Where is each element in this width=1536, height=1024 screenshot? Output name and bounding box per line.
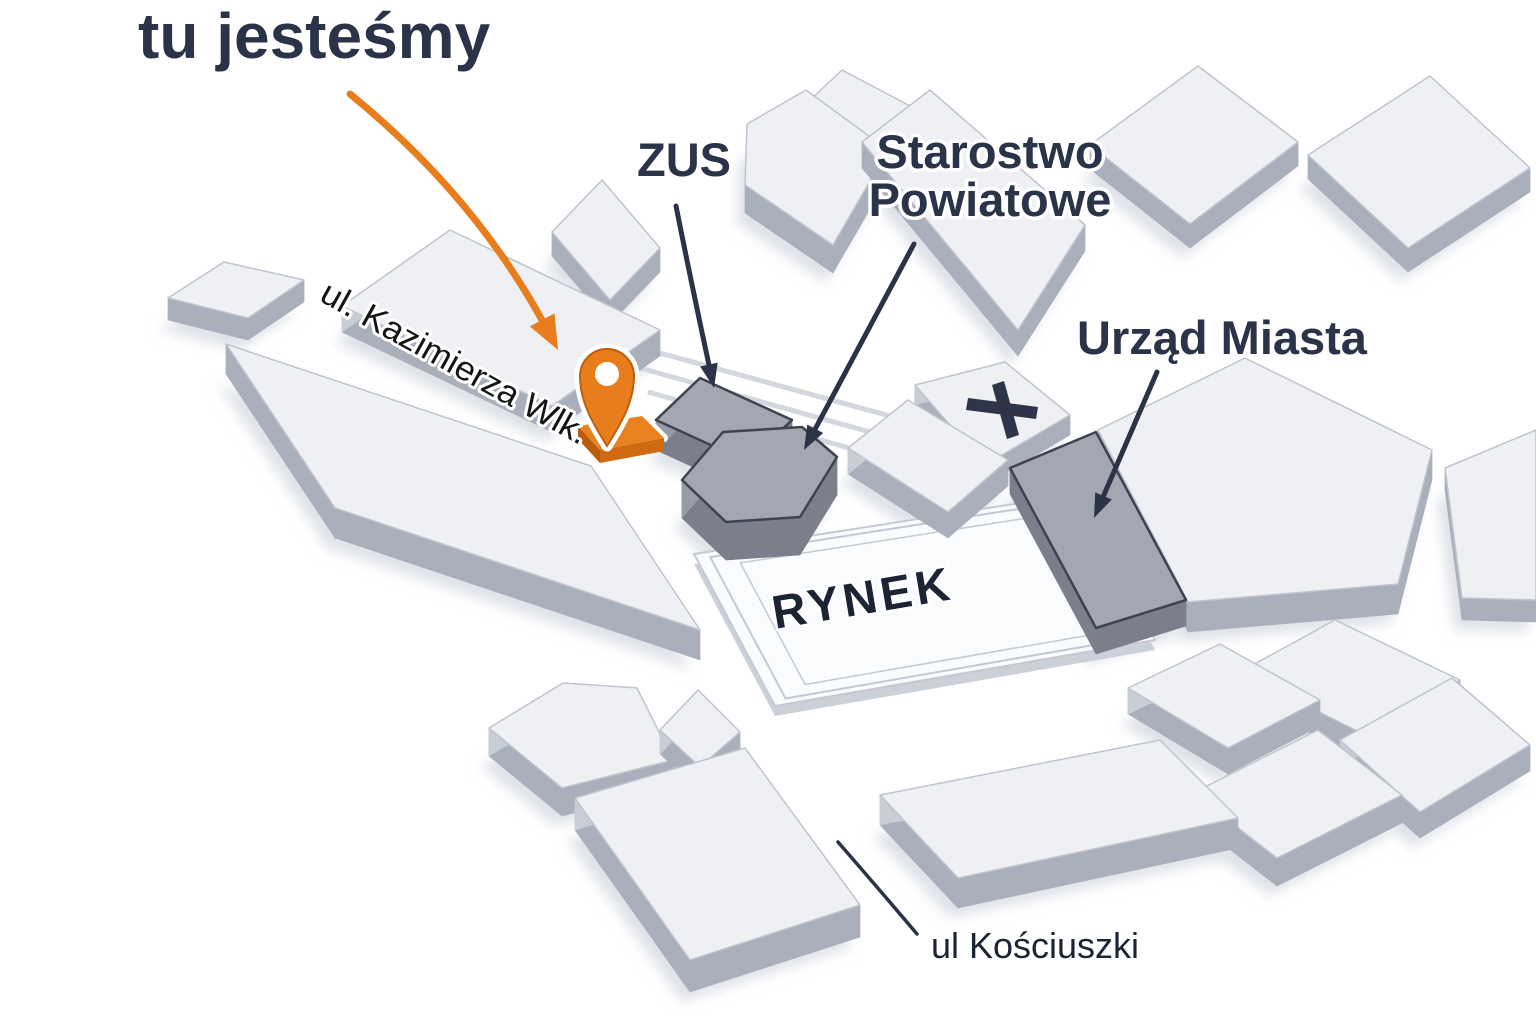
block-north-mid	[551, 179, 661, 301]
block-church-north	[861, 89, 1086, 331]
church-cross-icon	[966, 381, 1038, 439]
starostwo-arrow	[807, 241, 917, 441]
starostwo-arrow-head	[804, 424, 824, 450]
block-zus-north	[744, 89, 889, 246]
block-north-east-far	[1089, 65, 1299, 225]
block-starostwo-east	[847, 399, 1009, 513]
you-are-here-arrow	[346, 90, 553, 337]
street-line	[633, 343, 913, 425]
zus-label: ZUS	[637, 133, 731, 186]
zus-arrow	[673, 203, 714, 378]
block-mid-east-b	[1127, 643, 1321, 749]
block-far-east	[1444, 429, 1536, 601]
building-starostwo-powiatowe-side	[725, 516, 801, 561]
block-west-small	[167, 261, 305, 319]
block-south-west	[574, 747, 861, 961]
you-are-here-arrow-head	[529, 313, 558, 350]
pin-base-side	[600, 438, 664, 463]
block-south-east-b	[1339, 677, 1531, 813]
you-are-here-label: tu jesteśmy	[138, 0, 491, 72]
location-pin	[574, 343, 668, 463]
street-kosciuszki-label: ul Kościuszki	[931, 925, 1139, 966]
starostwo-label-line1: Starostwo	[876, 125, 1103, 178]
pin-marker-icon	[578, 348, 636, 448]
block-south-pentagon	[488, 682, 674, 789]
kosciuszki-pointer	[836, 840, 919, 936]
building-starostwo-powiatowe	[680, 425, 839, 524]
block-south-east-a	[1192, 729, 1403, 859]
urzad-arrow	[1096, 369, 1160, 509]
pin-inner-circle	[595, 362, 619, 386]
church-cross-bar	[992, 381, 1019, 439]
urzad-miasta-label: Urząd Miasta	[1077, 311, 1368, 364]
pin-base-side	[578, 426, 600, 463]
building-urzad-miasta	[1008, 430, 1188, 630]
block-far-east-side	[1461, 597, 1536, 623]
zus-arrow-head	[700, 362, 718, 388]
starostwo-label-line2: Powiatowe	[869, 173, 1112, 226]
block-south-center	[879, 739, 1239, 879]
block-north-east-corner	[1307, 75, 1531, 249]
pointer-arrows	[346, 90, 1160, 936]
block-west-large	[225, 343, 701, 631]
buildings	[167, 65, 1536, 993]
urzad-arrow-head	[1094, 492, 1112, 518]
